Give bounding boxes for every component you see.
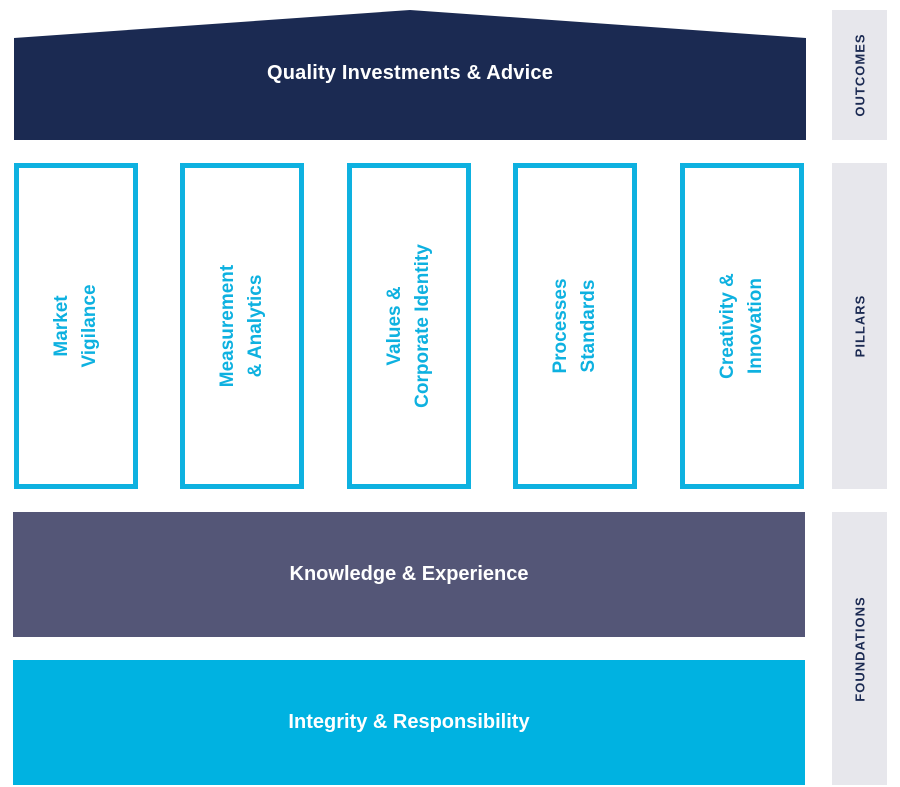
side-label-outcomes: OUTCOMES [832, 10, 887, 140]
pillar-label: Processes Standards [547, 176, 603, 476]
pillar-label: Market Vigilance [48, 176, 104, 476]
pillar-label-line2: Innovation [745, 277, 766, 375]
pillar-label: Creativity & Innovation [714, 176, 770, 476]
pillar-label-line2: & Analytics [245, 274, 266, 378]
foundation-knowledge-experience: Knowledge & Experience [13, 512, 805, 637]
foundation-label: Integrity & Responsibility [288, 711, 530, 733]
side-label-text: FOUNDATIONS [852, 595, 867, 702]
pillar-values-corporate-identity: Values & Corporate Identity [347, 163, 471, 489]
pillar-label-line1: Market [51, 295, 72, 357]
roof-shape [14, 10, 806, 140]
pillar-label-line2: Vigilance [79, 284, 100, 368]
pillar-label-line1: Measurement [217, 264, 238, 388]
outcomes-roof: Quality Investments & Advice [14, 10, 806, 140]
pillar-label: Values & Corporate Identity [381, 176, 437, 476]
outcome-label: Quality Investments & Advice [266, 62, 554, 84]
foundation-integrity-responsibility: Integrity & Responsibility [13, 660, 805, 785]
pillar-label-line1: Creativity & [717, 273, 738, 379]
side-label-foundations: FOUNDATIONS [832, 512, 887, 785]
side-label-pillars: PILLARS [832, 163, 887, 489]
pillar-label-line1: Processes [550, 278, 571, 374]
foundation-label: Knowledge & Experience [289, 563, 529, 585]
pillar-creativity-innovation: Creativity & Innovation [680, 163, 804, 489]
pillar-label-line1: Values & [384, 286, 405, 366]
pillar-processes-standards: Processes Standards [513, 163, 637, 489]
side-label-text: OUTCOMES [852, 33, 867, 117]
pillar-label: Measurement & Analytics [214, 176, 270, 476]
side-label-text: PILLARS [852, 294, 867, 358]
pillar-market-vigilance: Market Vigilance [14, 163, 138, 489]
pillar-label-line2: Standards [578, 279, 599, 373]
pillar-measurement-analytics: Measurement & Analytics [180, 163, 304, 489]
pillar-label-line2: Corporate Identity [412, 244, 433, 408]
